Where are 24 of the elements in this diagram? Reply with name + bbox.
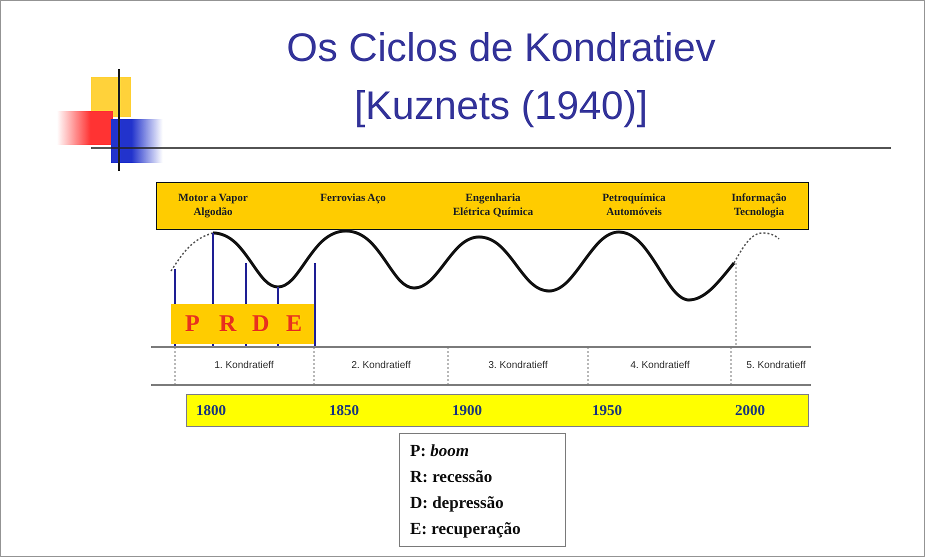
phase-letter: R	[219, 310, 236, 338]
cycle-label: 3. Kondratieff	[487, 359, 549, 373]
key-entry: R: recessão	[410, 466, 494, 488]
key-entry: E: recuperação	[410, 518, 522, 540]
year-label: 1850	[329, 402, 359, 420]
cycle-label: 4. Kondratieff	[629, 359, 691, 373]
era-label: Ferrovias Aço	[319, 191, 387, 205]
era-label: Engenharia Elétrica Química	[452, 191, 534, 219]
phase-letter: P	[185, 310, 200, 338]
year-label: 2000	[735, 402, 765, 420]
era-label: Informação Tecnologia	[730, 191, 788, 219]
year-label: 1900	[452, 402, 482, 420]
era-label: Petroquímica Automóveis	[601, 191, 667, 219]
phase-letter: D	[252, 310, 270, 338]
cycle-label: 1. Kondratieff	[213, 359, 275, 373]
key-entry: D: depressão	[410, 492, 505, 514]
key-entry: P: boom	[410, 440, 470, 462]
slide-title: Os Ciclos de Kondratiev [Kuznets (1940)]	[285, 25, 717, 130]
cycle-label: 2. Kondratieff	[350, 359, 412, 373]
year-label: 1800	[196, 402, 226, 420]
cycle-label: 5. Kondratieff	[745, 359, 807, 373]
year-label: 1950	[592, 402, 622, 420]
era-label: Motor a Vapor Algodão	[177, 191, 249, 219]
phase-letter: E	[286, 310, 302, 338]
